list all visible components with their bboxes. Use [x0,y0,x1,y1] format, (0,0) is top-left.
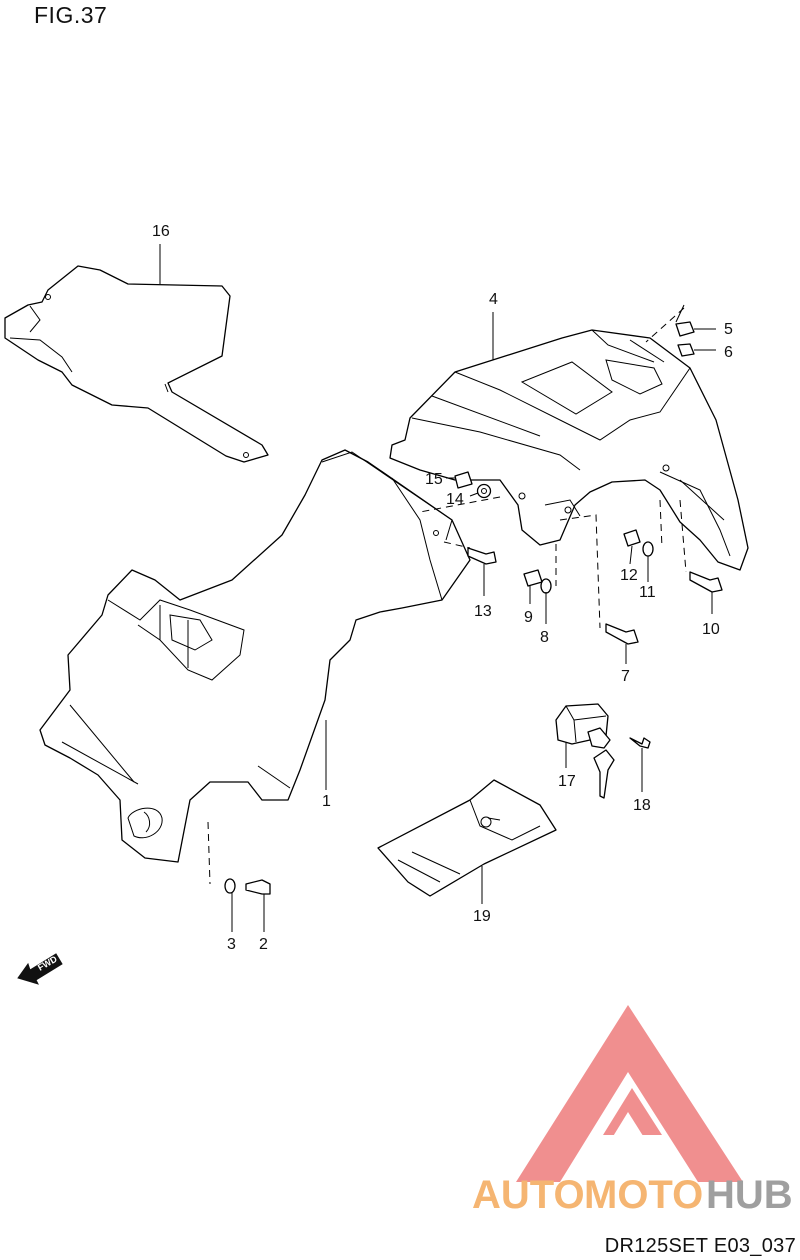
watermark-logo: AUTO MOTO HUB [472,1005,793,1217]
watermark-word-moto: MOTO [584,1173,703,1217]
callout-5: 5 [724,321,733,338]
part-1-rear-fender-inner [39,449,471,863]
callout-6: 6 [724,344,733,361]
watermark-word-auto: AUTO [472,1173,585,1217]
callout-19: 19 [473,908,491,925]
part-11-washer [642,541,654,557]
part-9-nut [523,569,543,587]
part-15-nut [454,471,473,489]
callout-14: 14 [446,491,464,508]
figure-label: FIG.37 [34,2,108,28]
callout-13: 13 [474,603,492,620]
callout-7: 7 [621,668,630,685]
callout-10: 10 [702,621,720,638]
part-2-bolt [245,879,271,895]
leader-lines [159,244,716,932]
callout-15: 15 [425,471,443,488]
fwd-arrow-icon: FWD [17,953,63,985]
part-17-seat-lock [555,703,615,799]
part-14-washer [476,483,492,499]
part-12-nut [623,529,641,547]
callout-18: 18 [633,797,651,814]
part-5-nut [675,321,695,337]
callout-16: 16 [152,223,170,240]
part-4-rear-fender [389,329,749,571]
watermark-word-hub: HUB [706,1173,793,1217]
callout-1: 1 [322,793,331,810]
part-13-bolt [467,547,497,565]
assembly-lines [207,307,687,885]
part-7-bolt [605,623,639,645]
callout-2: 2 [259,936,268,953]
fasteners [224,321,723,895]
part-16-panel [4,265,269,463]
drawing-code: DR125SET E03_037 [604,1235,796,1257]
part-10-bolt [689,571,723,593]
part-6-nut [677,343,695,357]
callout-11: 11 [639,584,656,601]
callout-8: 8 [540,629,549,646]
callout-9: 9 [524,609,533,626]
watermark-triangle-inner [585,1112,672,1182]
callout-17: 17 [558,773,576,790]
part-3-washer [224,878,236,894]
callout-numbers: 16 4 5 6 15 14 13 12 11 10 9 8 7 17 18 1… [152,223,733,953]
callout-12: 12 [620,567,638,584]
part-18-bolt [629,737,651,749]
part-8-washer [540,578,552,594]
part-19-tool-bag [377,779,557,897]
callout-3: 3 [227,936,236,953]
callout-4: 4 [489,291,498,308]
watermark-triangle [516,1005,743,1182]
